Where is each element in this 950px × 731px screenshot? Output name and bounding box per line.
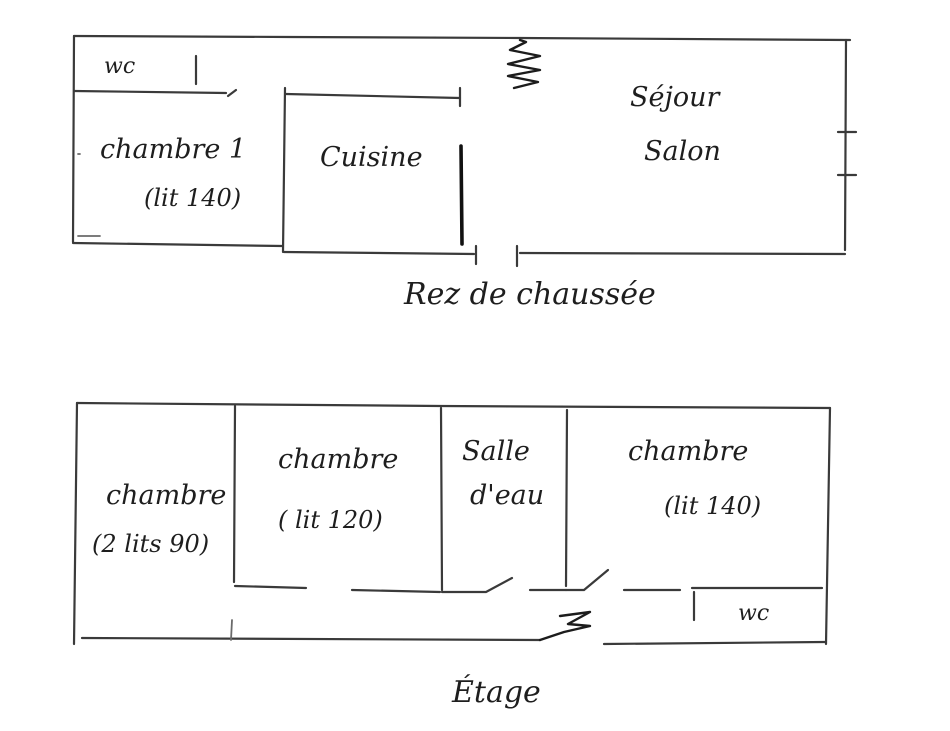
door-bedroom-c-swing (564, 568, 610, 592)
bedroom-b-label: chambre (278, 444, 398, 475)
kitchen-left-wall (281, 86, 287, 254)
door-shower-room-swing (440, 576, 514, 594)
ground-floor-staircase (506, 38, 542, 90)
ground-floor-top-wall (72, 34, 852, 42)
wc-door-mark (194, 54, 238, 98)
wc-bedroom-partition (72, 89, 228, 95)
upper-floor-bottom-wall (80, 636, 542, 642)
kitchen-top-wall (284, 92, 462, 100)
corridor-stub (230, 619, 233, 641)
upper-floor-left-wall (72, 401, 79, 646)
ground-floor-bottom-wall-left (71, 241, 284, 248)
bedroom-b-left-wall (232, 404, 237, 584)
upper-floor-staircase (538, 610, 592, 642)
upper-floor-right-wall (824, 406, 832, 646)
ground-floor-window-tick (836, 130, 858, 177)
kitchen-counter (459, 144, 464, 246)
kitchen-label: Cuisine (320, 142, 423, 173)
shower-room-left-wall (439, 406, 444, 592)
bedroom-1-window-mark (77, 153, 101, 237)
bedroom-1-label: chambre 1 (100, 134, 246, 165)
corridor-wall-left (233, 584, 308, 590)
bedroom-a-label: chambre (106, 480, 226, 511)
ground-floor-left-wall (71, 34, 76, 244)
living-room-label-line1: Séjour (630, 82, 721, 113)
ground-floor-plan: wc chambre 1 (lit 140) Cuisine Séjour Sa… (71, 34, 858, 312)
ground-floor-bottom-wall-mid (282, 250, 476, 256)
ground-floor-wc-label: wc (104, 54, 135, 79)
bedroom-c-bed-label: (lit 140) (664, 492, 761, 520)
bedroom-a-bed-label: (2 lits 90) (92, 530, 209, 558)
upper-floor-title: Étage (451, 674, 541, 710)
bedroom-1-bed-label: (lit 140) (144, 184, 241, 212)
shower-room-label-line1: Salle (462, 436, 530, 467)
shower-room-label-line2: d'eau (470, 480, 544, 511)
bedroom-c-label: chambre (628, 436, 748, 467)
ground-floor-entrance-jamb (474, 244, 519, 268)
upper-floor-top-wall (75, 401, 832, 410)
upper-floor-plan: chambre (2 lits 90) chambre ( lit 120) S… (72, 401, 832, 710)
ground-floor-bottom-wall-right (518, 251, 847, 256)
shower-room-right-wall (564, 408, 569, 588)
upper-floor-wc-label: wc (738, 601, 769, 626)
upper-floor-bottom-wall-right (602, 640, 827, 646)
bedroom-b-bed-label: ( lit 120) (278, 506, 383, 534)
corridor-wall-mid (350, 588, 442, 594)
ground-floor-title: Rez de chaussée (403, 277, 656, 312)
living-room-label-line2: Salon (644, 136, 721, 167)
ground-floor-right-wall (843, 38, 848, 252)
